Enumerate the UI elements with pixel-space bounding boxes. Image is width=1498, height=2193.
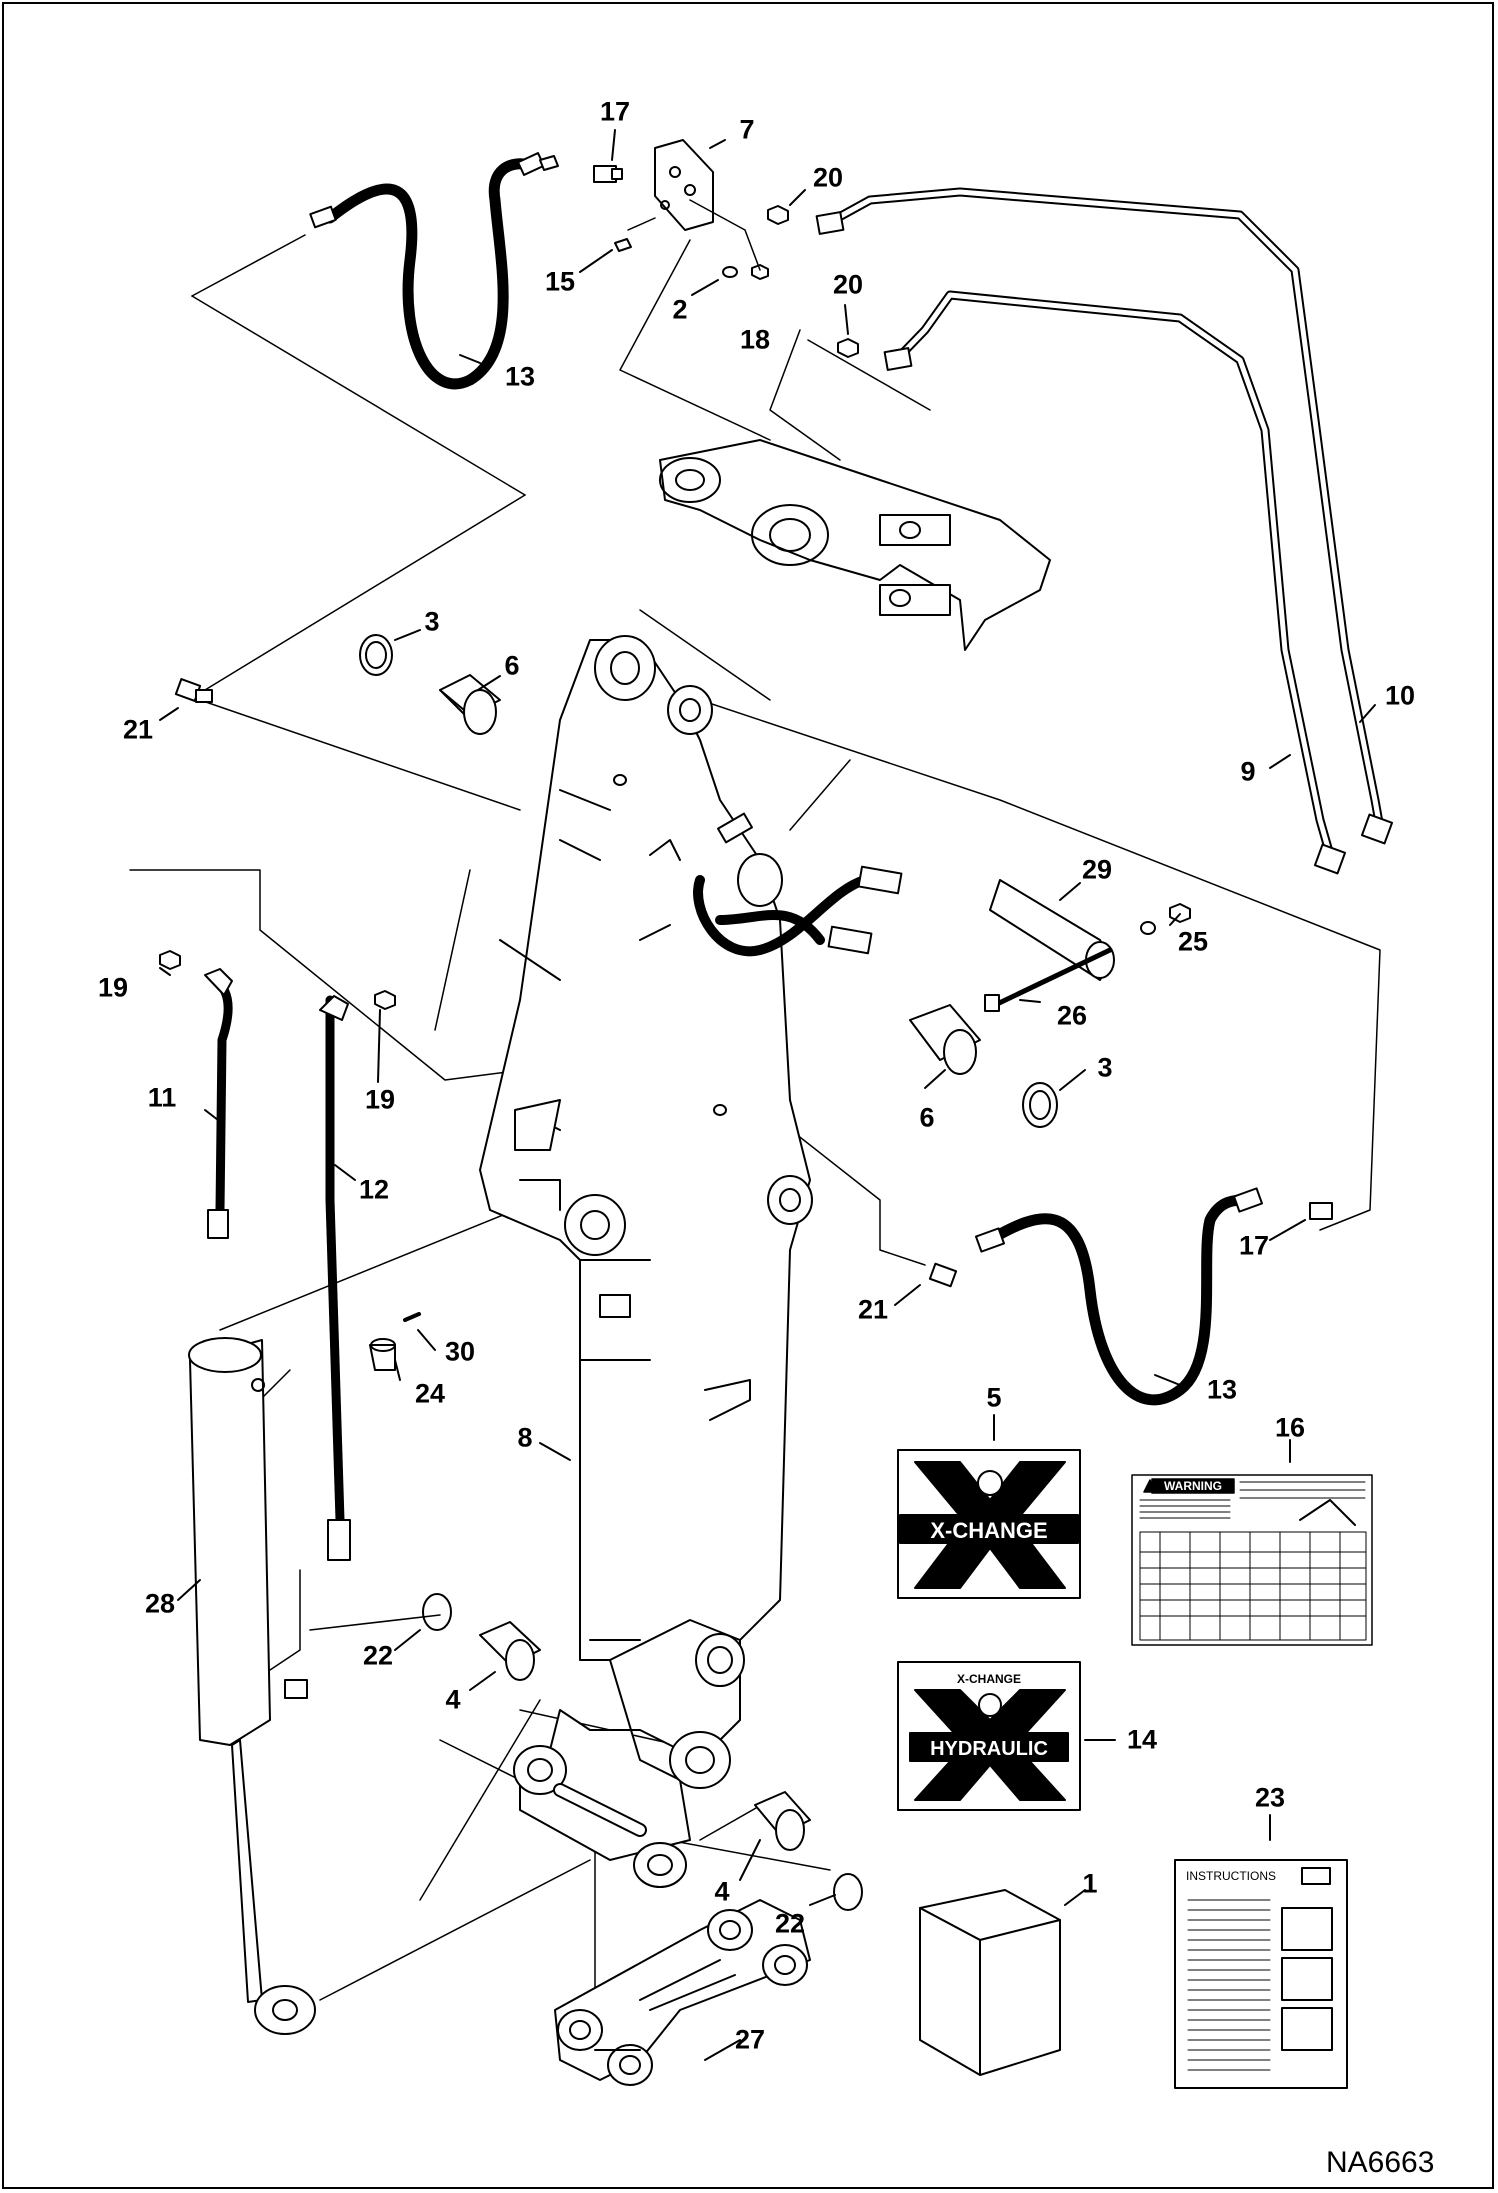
callout-18: 18	[739, 324, 771, 355]
instructions-sheet-23	[1174, 1859, 1348, 2089]
callout-7: 7	[739, 114, 755, 145]
callout-22-right: 22	[774, 1908, 806, 1939]
steel-tube-10	[815, 187, 1394, 845]
callout-12: 12	[358, 1174, 390, 1205]
callout-19-left: 19	[97, 972, 129, 1003]
fitting-21-left	[174, 678, 213, 703]
callout-23: 23	[1254, 1782, 1286, 1813]
link-27	[554, 1899, 811, 2086]
decal-x-change-small-text: X-CHANGE	[957, 1672, 1021, 1686]
nut-19-left	[159, 950, 181, 970]
bracket-7	[654, 139, 714, 231]
callout-17-top: 17	[599, 96, 631, 127]
bushing-6-mid	[909, 1004, 981, 1075]
bushing-4-left	[479, 1621, 541, 1681]
nut-washer-25	[1140, 903, 1191, 935]
boom-mount-bracket	[659, 439, 1051, 651]
callout-6-mid: 6	[919, 1102, 935, 1133]
callout-21-left: 21	[122, 714, 154, 745]
callout-1: 1	[1082, 1868, 1098, 1899]
hydraulic-hose-13-bottom	[974, 1187, 1264, 1406]
callout-27: 27	[734, 2024, 766, 2055]
hydraulic-hose-13-top	[309, 152, 559, 390]
callout-2: 2	[672, 294, 688, 325]
callout-10: 10	[1384, 680, 1416, 711]
cylinder-28	[188, 1337, 316, 2035]
seal-22-left	[422, 1593, 452, 1631]
callout-9: 9	[1240, 756, 1256, 787]
callout-28: 28	[144, 1588, 176, 1619]
bolt-26	[992, 947, 1113, 1008]
callout-leaders	[159, 129, 1376, 2061]
bolt-30	[403, 1312, 421, 1322]
bushing-6-top	[439, 674, 501, 735]
arm-hoses	[693, 875, 870, 957]
callout-8: 8	[517, 1422, 533, 1453]
callout-22-left: 22	[362, 1640, 394, 1671]
bushing-4-right	[754, 1791, 811, 1851]
steel-tube-9	[883, 290, 1347, 875]
callout-3-top: 3	[424, 606, 440, 637]
decal-x-change-text: X-CHANGE	[930, 1518, 1047, 1543]
fitting-17-right	[1309, 1202, 1333, 1220]
bucket-link	[513, 1619, 745, 1888]
decal-5-x-change	[897, 1449, 1081, 1599]
callout-11: 11	[147, 1082, 177, 1113]
decal-16-warning-chart	[1131, 1474, 1373, 1646]
decal-14-x-change-hydraulic	[897, 1661, 1081, 1811]
callout-13-top: 13	[504, 361, 536, 392]
callout-5: 5	[986, 1382, 1002, 1413]
arm-8	[479, 635, 813, 1701]
callout-15: 15	[544, 266, 576, 297]
decal-hydraulic-text: HYDRAULIC	[930, 1738, 1048, 1760]
callout-13-bottom: 13	[1206, 1374, 1238, 1405]
decal-warning-text: WARNING	[1164, 1479, 1222, 1493]
callout-26: 26	[1056, 1000, 1088, 1031]
arm-quick-couplers	[717, 812, 903, 955]
nut-19-right	[374, 990, 396, 1010]
callout-3-mid: 3	[1097, 1052, 1113, 1083]
fitting-21-right	[928, 1262, 958, 1288]
nut-20-mid	[837, 338, 859, 358]
instructions-title: INSTRUCTIONS	[1186, 1869, 1276, 1883]
callout-24: 24	[414, 1378, 446, 1409]
hose-11	[204, 968, 233, 1239]
seal-3-top	[359, 634, 393, 676]
callout-17-right: 17	[1238, 1230, 1270, 1261]
callout-6-top: 6	[504, 650, 520, 681]
seal-22-right	[833, 1873, 863, 1911]
pin-29	[989, 879, 1115, 981]
callout-19-right: 19	[364, 1084, 396, 1115]
clamp-24	[369, 1338, 396, 1371]
callout-4-right: 4	[714, 1876, 730, 1907]
callout-20-mid: 20	[832, 269, 864, 300]
callout-20-top: 20	[812, 162, 844, 193]
callout-14: 14	[1126, 1724, 1158, 1755]
callout-16: 16	[1274, 1412, 1306, 1443]
callout-4-left: 4	[445, 1684, 461, 1715]
callout-30: 30	[444, 1336, 476, 1367]
fitting-17-top	[593, 165, 623, 183]
washer-2	[722, 266, 738, 278]
callout-29: 29	[1081, 854, 1113, 885]
nut-20-top	[767, 205, 789, 225]
callout-25: 25	[1177, 926, 1209, 957]
arm-pin	[519, 1179, 561, 1211]
hose-12	[319, 995, 351, 1561]
bolt-15	[614, 238, 632, 252]
nut-18	[751, 264, 769, 280]
box-1	[919, 1889, 1061, 2076]
seal-3-mid	[1022, 1082, 1058, 1128]
callout-21-right: 21	[857, 1294, 889, 1325]
figure-id: NA6663	[1326, 2146, 1435, 2179]
